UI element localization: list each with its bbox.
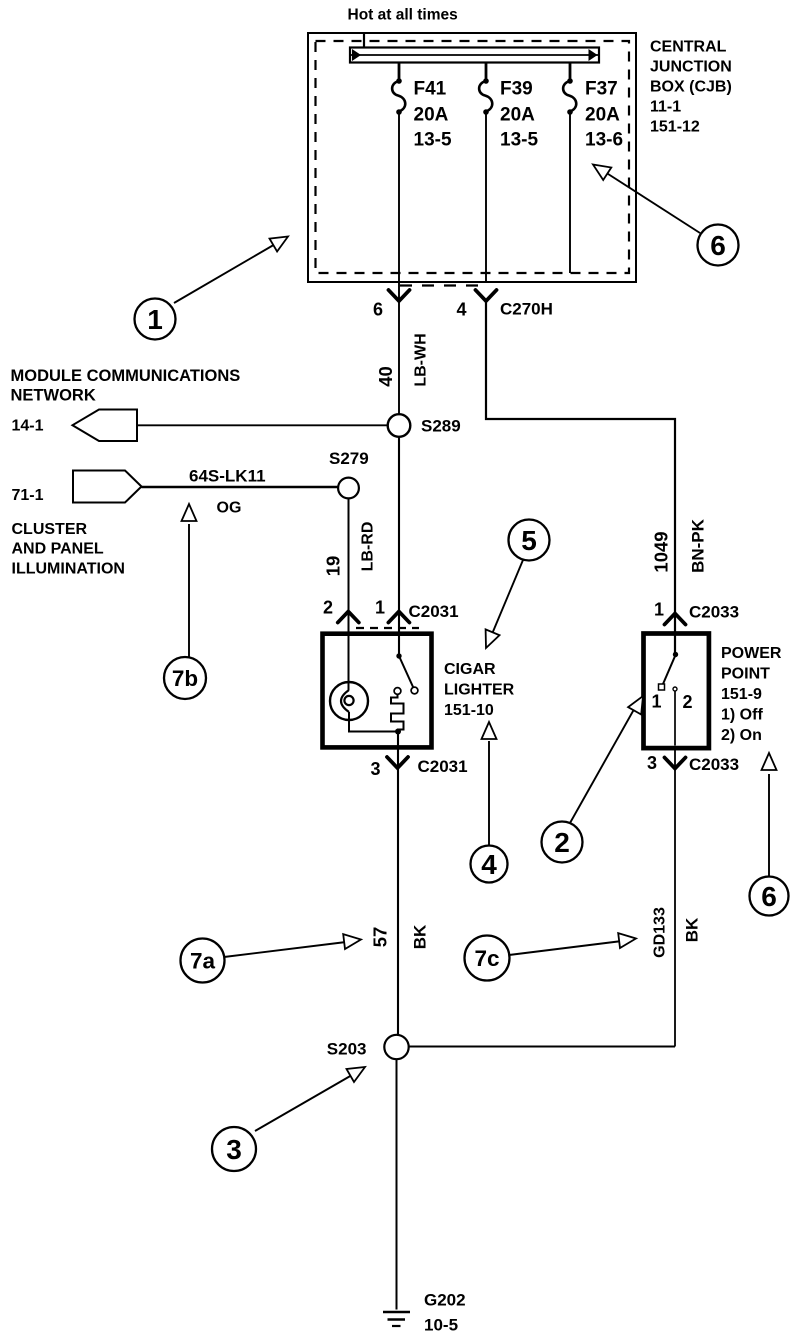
svg-text:2: 2 xyxy=(683,692,693,712)
svg-text:JUNCTION: JUNCTION xyxy=(650,59,732,76)
svg-text:Hot at all times: Hot at all times xyxy=(348,7,458,24)
svg-text:CIGAR: CIGAR xyxy=(444,661,496,678)
svg-text:20A: 20A xyxy=(585,105,620,126)
svg-text:3: 3 xyxy=(647,753,657,773)
svg-text:S289: S289 xyxy=(421,417,461,436)
svg-text:C270H: C270H xyxy=(500,300,553,319)
svg-text:POWER: POWER xyxy=(721,645,782,662)
svg-text:ILLUMINATION: ILLUMINATION xyxy=(12,561,125,578)
svg-text:1: 1 xyxy=(147,304,163,335)
svg-text:6: 6 xyxy=(373,300,383,320)
svg-text:71-1: 71-1 xyxy=(12,487,44,504)
svg-text:F37: F37 xyxy=(585,79,618,100)
svg-text:151-12: 151-12 xyxy=(650,119,700,136)
svg-text:2) On: 2) On xyxy=(721,727,762,744)
svg-text:40: 40 xyxy=(375,366,396,387)
svg-text:7a: 7a xyxy=(190,949,216,974)
svg-text:MODULE COMMUNICATIONS: MODULE COMMUNICATIONS xyxy=(11,367,241,385)
svg-text:151-10: 151-10 xyxy=(444,702,494,719)
svg-text:64S-LK11: 64S-LK11 xyxy=(189,467,266,486)
svg-text:20A: 20A xyxy=(500,105,535,126)
svg-text:6: 6 xyxy=(761,881,777,912)
svg-text:BK: BK xyxy=(683,917,702,942)
svg-text:4: 4 xyxy=(481,849,497,880)
svg-text:11-1: 11-1 xyxy=(650,99,681,116)
svg-text:13-6: 13-6 xyxy=(585,130,623,151)
svg-text:3: 3 xyxy=(370,759,380,779)
svg-text:1: 1 xyxy=(654,600,664,620)
svg-text:BN-PK: BN-PK xyxy=(689,518,708,573)
svg-text:10-5: 10-5 xyxy=(424,1316,458,1335)
svg-text:151-9: 151-9 xyxy=(721,686,762,703)
svg-text:LB-RD: LB-RD xyxy=(360,522,377,572)
svg-text:C2031: C2031 xyxy=(409,602,459,621)
svg-text:13-5: 13-5 xyxy=(414,130,452,151)
svg-text:20A: 20A xyxy=(414,105,449,126)
svg-text:7c: 7c xyxy=(474,946,499,971)
svg-text:F39: F39 xyxy=(500,79,533,100)
svg-text:2: 2 xyxy=(554,827,570,858)
svg-text:C2031: C2031 xyxy=(418,757,468,776)
svg-text:CENTRAL: CENTRAL xyxy=(650,39,727,56)
svg-text:6: 6 xyxy=(710,230,726,261)
svg-text:4: 4 xyxy=(456,300,466,320)
svg-text:5: 5 xyxy=(521,525,537,556)
svg-text:BK: BK xyxy=(411,924,430,949)
svg-text:57: 57 xyxy=(370,927,391,948)
svg-text:GD133: GD133 xyxy=(652,907,669,958)
svg-text:13-5: 13-5 xyxy=(500,130,538,151)
svg-text:1: 1 xyxy=(375,598,385,618)
svg-text:AND PANEL: AND PANEL xyxy=(12,541,104,558)
svg-text:19: 19 xyxy=(323,556,344,577)
svg-text:C2033: C2033 xyxy=(689,603,739,622)
svg-text:LIGHTER: LIGHTER xyxy=(444,682,515,699)
svg-text:2: 2 xyxy=(323,598,333,618)
svg-text:POINT: POINT xyxy=(721,666,770,683)
svg-text:1) Off: 1) Off xyxy=(721,707,763,724)
svg-text:3: 3 xyxy=(226,1134,242,1165)
svg-text:OG: OG xyxy=(217,500,242,517)
svg-text:1: 1 xyxy=(651,692,661,712)
svg-text:CLUSTER: CLUSTER xyxy=(12,521,88,538)
svg-text:S203: S203 xyxy=(327,1040,367,1059)
svg-text:G202: G202 xyxy=(424,1291,466,1310)
svg-text:NETWORK: NETWORK xyxy=(11,387,96,405)
svg-text:F41: F41 xyxy=(414,79,447,100)
svg-text:C2033: C2033 xyxy=(689,755,739,774)
svg-text:BOX (CJB): BOX (CJB) xyxy=(650,79,732,96)
svg-text:S279: S279 xyxy=(329,449,369,468)
svg-text:14-1: 14-1 xyxy=(12,418,44,435)
svg-text:1049: 1049 xyxy=(651,531,672,572)
svg-text:7b: 7b xyxy=(172,666,198,691)
svg-text:LB-WH: LB-WH xyxy=(413,333,430,386)
